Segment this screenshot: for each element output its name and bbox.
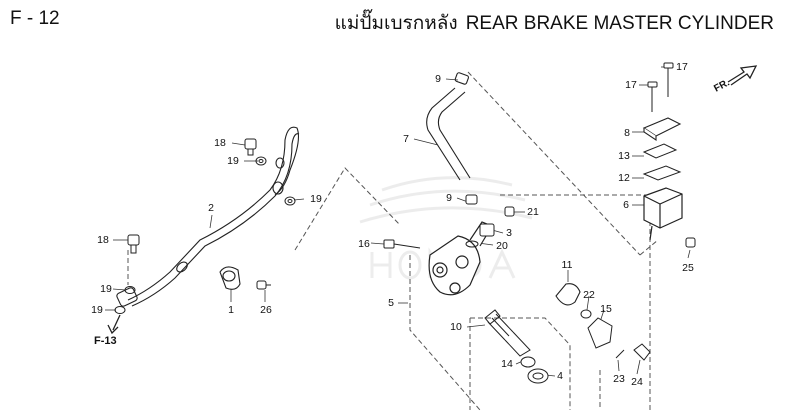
callout-12: 12 bbox=[618, 172, 630, 184]
pin-part-23 bbox=[615, 349, 625, 359]
bolts-part-17 bbox=[647, 62, 674, 112]
reservoir-part-6 bbox=[643, 187, 683, 241]
callout-1: 1 bbox=[228, 304, 234, 316]
title-english: REAR BRAKE MASTER CYLINDER bbox=[465, 13, 774, 34]
callout-15: 15 bbox=[600, 303, 612, 315]
callout-19: 19 bbox=[310, 193, 322, 205]
callout-9: 9 bbox=[435, 73, 441, 85]
callout-26: 26 bbox=[260, 304, 272, 316]
callout-17: 17 bbox=[676, 61, 688, 73]
callout-14: 14 bbox=[501, 358, 513, 370]
front-direction-arrow: FR. bbox=[712, 65, 758, 95]
washer-19-upper bbox=[255, 156, 267, 166]
group-frames bbox=[127, 71, 659, 411]
reservoir-hose-part-7 bbox=[426, 72, 471, 181]
callout-16: 16 bbox=[358, 238, 370, 250]
fr-label: FR. bbox=[712, 77, 732, 94]
clamp-part-1 bbox=[219, 266, 241, 290]
callout-19: 19 bbox=[91, 304, 103, 316]
callout-6: 6 bbox=[623, 199, 629, 211]
fitting-part-3 bbox=[479, 223, 495, 237]
seal-part-14 bbox=[520, 356, 536, 368]
callout-21: 21 bbox=[527, 206, 539, 218]
oring-part-20 bbox=[465, 240, 479, 248]
bolt-part-16 bbox=[383, 239, 421, 249]
cap-part-8 bbox=[642, 117, 682, 142]
callout-24: 24 bbox=[631, 376, 643, 388]
washer-19-lower-b bbox=[114, 306, 126, 314]
boot-part-4 bbox=[527, 368, 549, 384]
callout-25: 25 bbox=[682, 262, 694, 274]
diaphragm-part-12 bbox=[642, 165, 682, 181]
callout-20: 20 bbox=[496, 240, 508, 252]
callout-13: 13 bbox=[618, 150, 630, 162]
callout-19: 19 bbox=[100, 283, 112, 295]
piston-spring-part-10 bbox=[484, 309, 531, 357]
joint-part-11 bbox=[555, 283, 581, 306]
callout-5: 5 bbox=[388, 297, 394, 309]
callout-8: 8 bbox=[624, 127, 630, 139]
bolt-18-lower bbox=[127, 234, 140, 254]
title-thai: แม่ปั๊มเบรกหลัง bbox=[334, 13, 458, 34]
callout-9: 9 bbox=[446, 192, 452, 204]
callout-3: 3 bbox=[506, 227, 512, 239]
hose-clip-part-9 bbox=[465, 194, 478, 205]
callout-22: 22 bbox=[583, 289, 595, 301]
screw-part-21 bbox=[504, 206, 515, 217]
bolt-18-upper bbox=[244, 138, 257, 156]
callout-4: 4 bbox=[557, 370, 563, 382]
callout-2: 2 bbox=[208, 202, 214, 214]
washer-19-mid bbox=[284, 196, 296, 206]
callout-19: 19 bbox=[227, 155, 239, 167]
reference-arrow bbox=[107, 314, 121, 335]
washer-part-22 bbox=[580, 309, 592, 319]
callout-10: 10 bbox=[450, 321, 462, 333]
callout-11: 11 bbox=[562, 259, 573, 271]
washer-19-lower-a bbox=[124, 286, 136, 294]
callout-18: 18 bbox=[97, 234, 109, 246]
callout-labels: 9 7 9 18 19 19 2 18 19 19 1 26 16 21 3 2… bbox=[91, 61, 694, 388]
bolt-part-25 bbox=[685, 237, 696, 248]
callout-7: 7 bbox=[403, 133, 409, 145]
callout-23: 23 bbox=[613, 373, 625, 385]
page-id: F - 12 bbox=[10, 8, 60, 29]
bolt-part-26 bbox=[256, 280, 271, 290]
bracket-part-15 bbox=[587, 317, 613, 349]
diagram-title: แม่ปั๊มเบรกหลัง REAR BRAKE MASTER CYLINDE… bbox=[327, 8, 774, 38]
reference-label: F-13 bbox=[94, 335, 117, 347]
callout-18: 18 bbox=[214, 137, 226, 149]
plate-part-13 bbox=[642, 143, 678, 159]
brake-hose-part-2 bbox=[116, 126, 300, 307]
nut-part-24 bbox=[633, 343, 651, 361]
callout-17: 17 bbox=[625, 79, 637, 91]
